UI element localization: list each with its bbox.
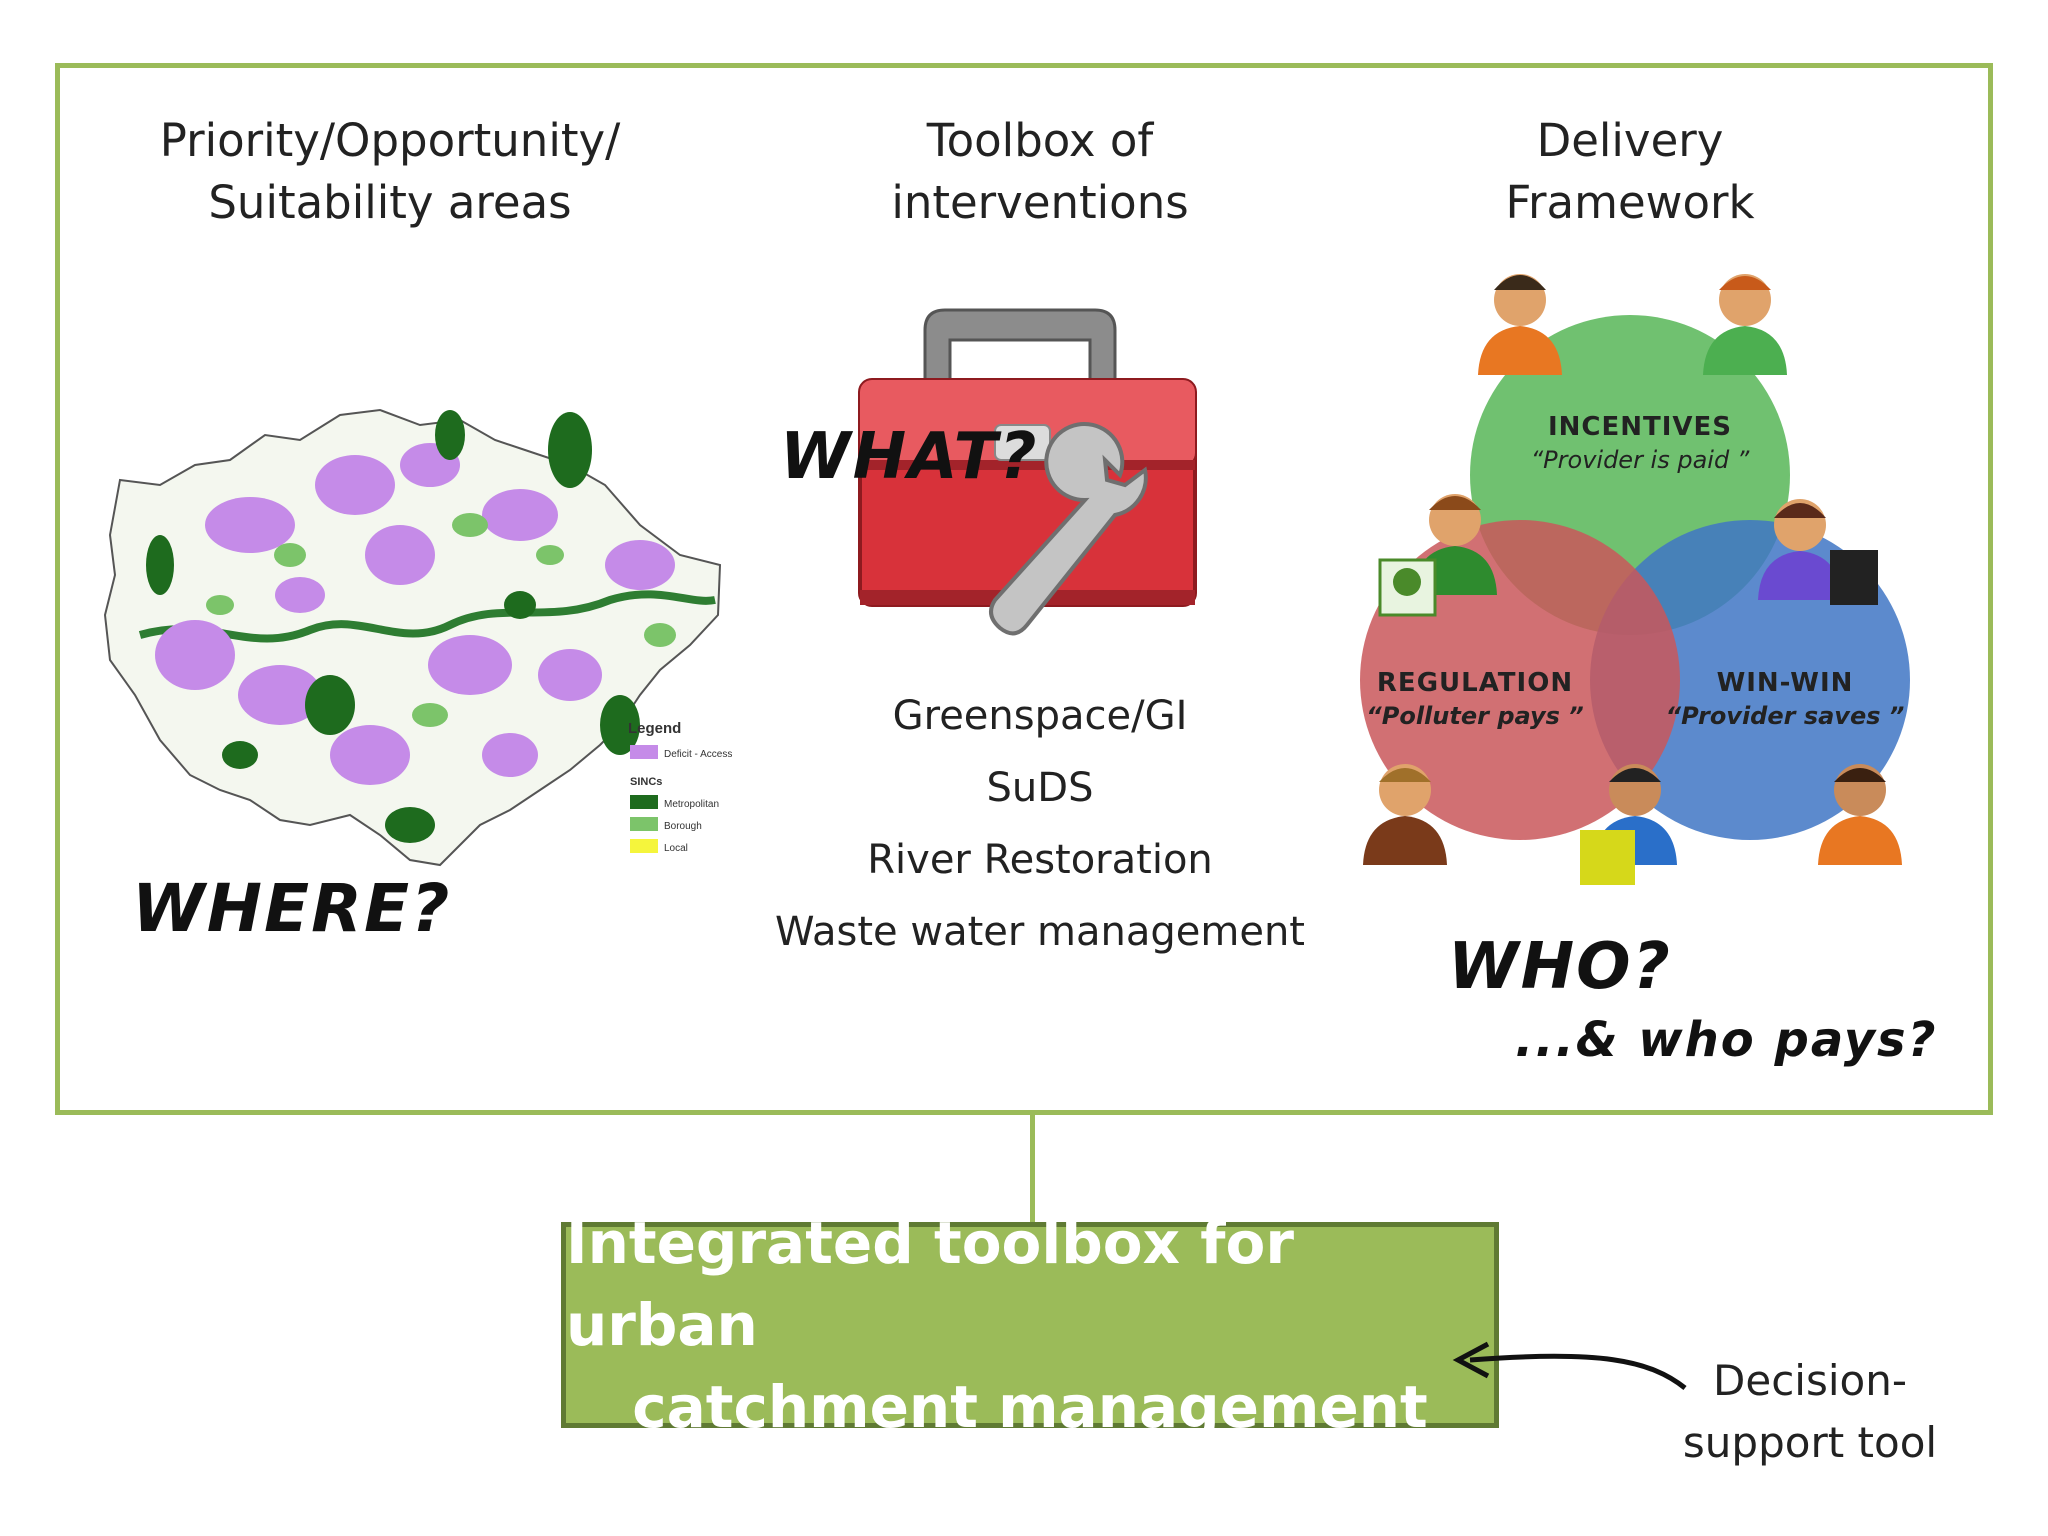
interventions-list: Greenspace/GI SuDS River Restoration Was… xyxy=(760,680,1320,968)
regulation-subtitle: “Polluter pays ” xyxy=(1366,702,1584,730)
legend-item-borough: Borough xyxy=(664,821,702,832)
person-icon xyxy=(1758,499,1842,600)
arrow-icon xyxy=(1452,1341,1687,1390)
legend-item-deficit: Deficit - Access xyxy=(664,749,732,760)
who-question: WHO? xyxy=(1448,930,1672,1004)
where-heading: Priority/Opportunity/ Suitability areas xyxy=(130,110,650,234)
legend-item-metropolitan: Metropolitan xyxy=(664,799,719,810)
main-frame xyxy=(55,63,1993,1115)
who-heading-line1: Delivery xyxy=(1536,114,1724,167)
where-question: WHERE? xyxy=(132,870,452,947)
london-map: Legend Deficit - Access SINCs Metropolit… xyxy=(103,408,732,867)
metropolitan-sincs xyxy=(146,410,640,843)
person-icon xyxy=(1478,274,1562,375)
regulation-title: REGULATION xyxy=(1376,668,1574,698)
venn-diagram xyxy=(1360,274,1910,885)
decision-line1: Decision- xyxy=(1713,1356,1907,1405)
integrated-toolbox-box: Integrated toolbox for urban catchment m… xyxy=(561,1209,1499,1441)
legend-item-sincs: SINCs xyxy=(630,776,662,788)
where-heading-line1: Priority/Opportunity/ xyxy=(159,114,621,167)
person-icon xyxy=(1363,764,1447,865)
toolbox-title-line1: Integrated toolbox for urban xyxy=(566,1209,1294,1359)
decision-line2: support tool xyxy=(1682,1418,1938,1467)
deficit-areas xyxy=(155,443,675,785)
win-win-label: WIN-WIN “Provider saves ” xyxy=(1655,668,1915,730)
intervention-item: Waste water management xyxy=(775,909,1305,955)
trust-logo-icon xyxy=(1830,550,1878,605)
incentives-label: INCENTIVES “Provider is paid ” xyxy=(1490,412,1790,474)
what-heading-line1: Toolbox of xyxy=(926,114,1154,167)
borough-sincs xyxy=(206,513,676,727)
map-legend: Legend Deficit - Access SINCs Metropolit… xyxy=(628,720,732,854)
connector-line xyxy=(1030,1115,1035,1225)
regulation-label: REGULATION “Polluter pays ” xyxy=(1355,668,1595,730)
person-icon xyxy=(1818,764,1902,865)
toolbox-icon xyxy=(858,308,1197,636)
decision-support-label: Decision- support tool xyxy=(1660,1350,1960,1474)
incentives-subtitle: “Provider is paid ” xyxy=(1530,446,1750,474)
win-win-title: WIN-WIN xyxy=(1716,668,1854,698)
legend-title: Legend xyxy=(628,720,681,737)
natural-england-badge xyxy=(1580,830,1635,885)
venn-circle-regulation xyxy=(1360,520,1680,840)
what-heading: Toolbox of interventions xyxy=(800,110,1280,234)
toolbox-title-line2: catchment management xyxy=(632,1373,1428,1441)
win-win-subtitle: “Provider saves ” xyxy=(1665,702,1905,730)
who-heading-line2: Framework xyxy=(1505,176,1755,229)
where-heading-line2: Suitability areas xyxy=(208,176,572,229)
intervention-item: River Restoration xyxy=(867,837,1213,883)
intervention-item: Greenspace/GI xyxy=(892,693,1188,739)
legend-item-local: Local xyxy=(664,843,688,854)
intervention-item: SuDS xyxy=(986,765,1094,811)
what-question: WHAT? xyxy=(780,420,1039,494)
what-heading-line2: interventions xyxy=(891,176,1189,229)
river-thames xyxy=(138,590,716,643)
incentives-title: INCENTIVES xyxy=(1547,412,1733,442)
person-icon xyxy=(1413,494,1497,595)
who-pays-question: ...& who pays? xyxy=(1515,1012,1938,1068)
person-icon xyxy=(1703,274,1787,375)
who-heading: Delivery Framework xyxy=(1420,110,1840,234)
